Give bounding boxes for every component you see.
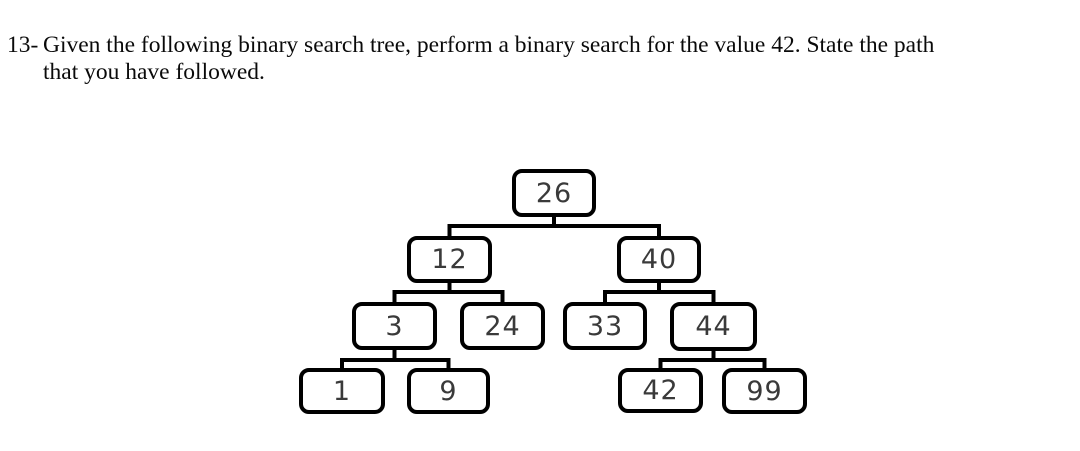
tree-node-3: 3 (352, 302, 437, 350)
connector-3-children (340, 348, 451, 370)
tree-node-42: 42 (618, 368, 703, 413)
connector-26-children (447, 215, 661, 238)
tree-node-1: 1 (299, 368, 385, 414)
question-number: 13- (7, 32, 39, 58)
question: 13- Given the following binary search tr… (7, 32, 1073, 86)
tree-node-9: 9 (407, 368, 490, 414)
tree-node-12: 12 (407, 236, 492, 283)
connector-40-children (603, 281, 716, 304)
connector-44-children (658, 349, 767, 370)
tree-node-33: 33 (563, 302, 647, 350)
question-line-1: Given the following binary search tree, … (43, 32, 935, 58)
connector-12-children (392, 281, 505, 304)
question-line-2: that you have followed. (43, 59, 265, 85)
question-text: Given the following binary search tree, … (43, 32, 1073, 86)
tree-node-44: 44 (670, 302, 757, 351)
tree-node-99: 99 (722, 368, 807, 414)
tree-node-24: 24 (460, 302, 545, 350)
tree-node-40: 40 (617, 236, 701, 283)
tree-node-26: 26 (512, 169, 596, 217)
